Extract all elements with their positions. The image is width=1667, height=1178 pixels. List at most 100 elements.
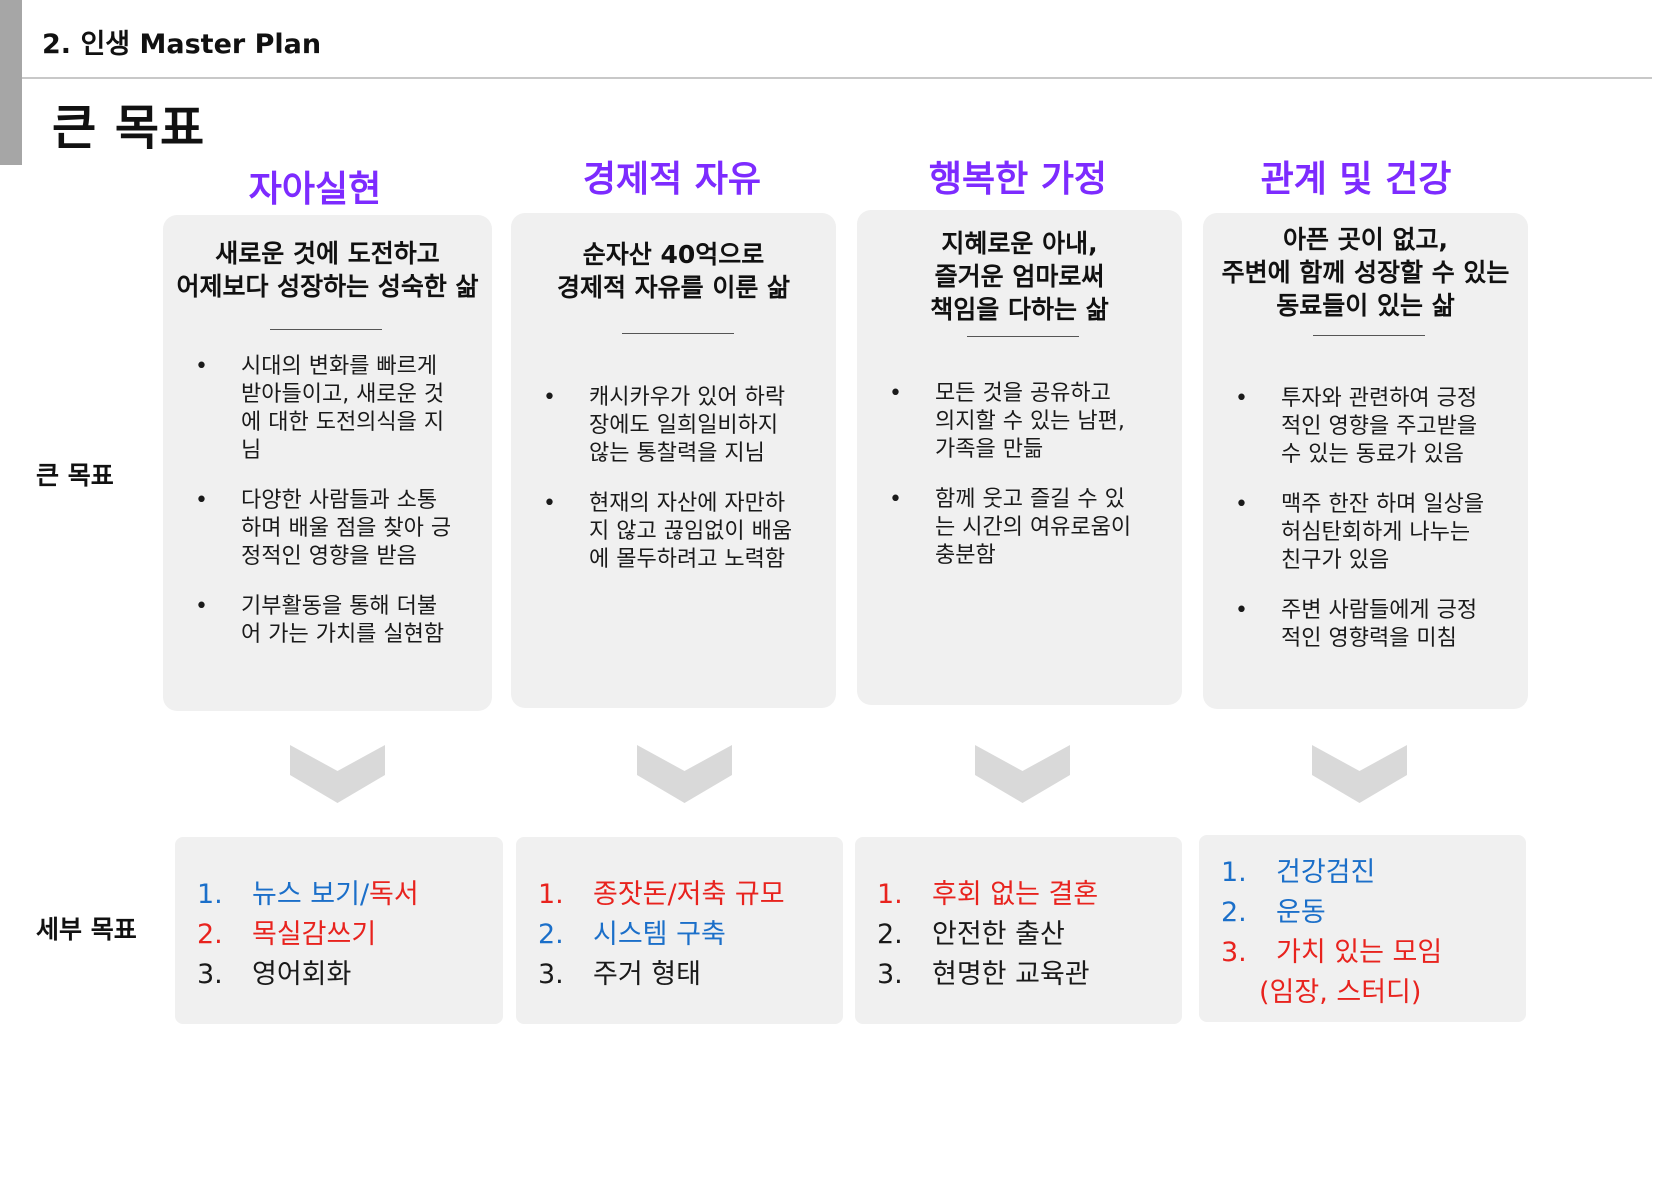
detail-number: 3. [1221, 937, 1247, 968]
bullet-line: 적인 영향을 주고받을 [1281, 414, 1478, 439]
card-divider [622, 333, 734, 334]
bullet-line: 모든 것을 공유하고 [935, 381, 1111, 406]
category-title-economic: 경제적 자유 [582, 159, 762, 200]
detail-text: 독서 [369, 879, 419, 910]
chevron-down-icon [290, 745, 385, 803]
detail-number: 1. [1221, 857, 1247, 888]
bullet-list: • 캐시카우가 있어 하락 장에도 일희일비하지 않는 통찰력을 지님 • 현재… [511, 384, 836, 574]
bullet-line: 어 가는 가치를 실현함 [241, 622, 445, 647]
detail-item: 3. 가치 있는 모임 [1221, 933, 1442, 973]
heading-line: 순자산 40억으로 [582, 240, 765, 269]
bullet-line: 수 있는 동료가 있음 [1281, 442, 1464, 467]
detail-item: 1. 뉴스 보기/독서 [197, 875, 419, 915]
detail-number: 2. [877, 919, 903, 950]
heading-line: 어제보다 성장하는 성숙한 삶 [176, 272, 479, 301]
detail-text: 가치 있는 모임 [1276, 937, 1443, 968]
detail-text: 영어회화 [252, 959, 352, 990]
bullet-dot: • [889, 487, 902, 512]
bullet-line: 충분함 [935, 543, 996, 568]
heading-line: 책임을 다하는 삶 [930, 295, 1109, 324]
detail-item: 2. 안전한 출산 [877, 915, 1098, 955]
detail-item: 1. 건강검진 [1221, 853, 1442, 893]
detail-number: 1. [877, 879, 903, 910]
bullet-list: • 투자와 관련하여 긍정 적인 영향을 주고받을 수 있는 동료가 있음 • … [1203, 385, 1528, 653]
bullet-line: 시대의 변화를 빠르게 [241, 354, 438, 379]
goal-card-heading: 순자산 40억으로 경제적 자유를 이룬 삶 [511, 238, 836, 304]
category-title-family: 행복한 가정 [928, 159, 1108, 200]
bullet-item: • 시대의 변화를 빠르게 받아들이고, 새로운 것 에 대한 도전의식을 지 … [163, 353, 492, 465]
detail-list: 1. 뉴스 보기/독서 2. 목실감쓰기 3. 영어회화 [197, 875, 419, 995]
card-divider [270, 329, 382, 330]
bullet-line: 맥주 한잔 하며 일상을 [1281, 492, 1485, 517]
card-divider [1313, 335, 1425, 336]
bullet-line: 받아들이고, 새로운 것 [241, 382, 445, 407]
detail-list: 1. 종잣돈/저축 규모 2. 시스템 구축 3. 주거 형태 [538, 875, 785, 995]
heading-line: 즐거운 엄마로써 [934, 262, 1105, 291]
bullet-dot: • [1235, 492, 1248, 517]
header-divider [22, 77, 1652, 79]
detail-number: 2. [1221, 897, 1247, 928]
detail-number: 3. [538, 959, 564, 990]
bullet-line: 주변 사람들에게 긍정 [1281, 598, 1478, 623]
bullet-line: 장에도 일희일비하지 [589, 413, 779, 438]
category-title-self: 자아실현 [248, 169, 382, 210]
heading-line: 동료들이 있는 삶 [1276, 291, 1455, 320]
bullet-line: 님 [241, 438, 262, 463]
detail-item: 1. 종잣돈/저축 규모 [538, 875, 785, 915]
bullet-item: • 기부활동을 통해 더불 어 가는 가치를 실현함 [163, 593, 492, 649]
detail-card-economic: 1. 종잣돈/저축 규모 2. 시스템 구축 3. 주거 형태 [516, 837, 843, 1024]
bullet-line: 기부활동을 통해 더불 [241, 594, 438, 619]
detail-number: 2. [197, 919, 223, 950]
bullet-item: • 다양한 사람들과 소통 하며 배울 점을 찾아 긍 정적인 영향을 받음 [163, 487, 492, 571]
row-label-big-goal: 큰 목표 [36, 461, 114, 490]
chevron-down-icon [1312, 745, 1407, 803]
bullet-dot: • [543, 385, 556, 410]
bullet-line: 하며 배울 점을 찾아 긍 [241, 516, 452, 541]
detail-subnote: (임장, 스터디) [1259, 977, 1422, 1008]
goal-card-self: 새로운 것에 도전하고 어제보다 성장하는 성숙한 삶 • 시대의 변화를 빠르… [163, 215, 492, 711]
detail-item: 3. 주거 형태 [538, 955, 785, 995]
bullet-dot: • [889, 381, 902, 406]
row-label-detail-goal: 세부 목표 [36, 915, 137, 944]
bullet-line: 않는 통찰력을 지님 [589, 441, 765, 466]
bullet-line: 친구가 있음 [1281, 548, 1390, 573]
header-title: 2. 인생 Master Plan [42, 29, 322, 60]
bullet-line: 허심탄회하게 나누는 [1281, 520, 1471, 545]
bullet-dot: • [1235, 598, 1248, 623]
detail-item: 2. 운동 [1221, 893, 1442, 933]
bullet-line: 정적인 영향을 받음 [241, 544, 417, 569]
detail-number: 1. [538, 879, 564, 910]
detail-item: 2. 시스템 구축 [538, 915, 785, 955]
detail-number: 3. [877, 959, 903, 990]
bullet-item: • 주변 사람들에게 긍정 적인 영향력을 미침 [1203, 597, 1528, 653]
heading-line: 지혜로운 아내, [941, 229, 1098, 258]
detail-item: 2. 목실감쓰기 [197, 915, 419, 955]
goal-card-family: 지혜로운 아내, 즐거운 엄마로써 책임을 다하는 삶 • 모든 것을 공유하고… [857, 210, 1182, 705]
bullet-line: 는 시간의 여유로움이 [935, 515, 1132, 540]
detail-text: 뉴스 보기/ [252, 879, 370, 910]
bullet-dot: • [195, 488, 208, 513]
detail-text: 현명한 교육관 [932, 959, 1090, 990]
bullet-list: • 시대의 변화를 빠르게 받아들이고, 새로운 것 에 대한 도전의식을 지 … [163, 353, 492, 649]
bullet-item: • 캐시카우가 있어 하락 장에도 일희일비하지 않는 통찰력을 지님 [511, 384, 836, 468]
detail-text: 후회 없는 결혼 [932, 879, 1099, 910]
category-title-relationship: 관계 및 건강 [1260, 159, 1452, 200]
heading-line: 주변에 함께 성장할 수 있는 [1221, 258, 1510, 287]
bullet-line: 캐시카우가 있어 하락 [589, 385, 786, 410]
bullet-line: 의지할 수 있는 남편, [935, 409, 1125, 434]
detail-text: 건강검진 [1276, 857, 1376, 888]
bullet-line: 지 않고 끊임없이 배움 [589, 519, 793, 544]
bullet-line: 함께 웃고 즐길 수 있 [935, 487, 1125, 512]
detail-item: 1. 후회 없는 결혼 [877, 875, 1098, 915]
bullet-item: • 현재의 자산에 자만하 지 않고 끊임없이 배움 에 몰두하려고 노력함 [511, 490, 836, 574]
heading-line: 경제적 자유를 이룬 삶 [556, 273, 791, 302]
heading-line: 아픈 곳이 없고, [1283, 225, 1448, 254]
chevron-down-icon [637, 745, 732, 803]
detail-text: 종잣돈/저축 규모 [593, 879, 785, 910]
bullet-dot: • [543, 491, 556, 516]
page-title: 큰 목표 [52, 100, 206, 156]
bullet-item: • 모든 것을 공유하고 의지할 수 있는 남편, 가족을 만듦 [857, 380, 1182, 464]
bullet-line: 에 대한 도전의식을 지 [241, 410, 445, 435]
detail-number: 3. [197, 959, 223, 990]
detail-card-family: 1. 후회 없는 결혼 2. 안전한 출산 3. 현명한 교육관 [855, 837, 1182, 1024]
